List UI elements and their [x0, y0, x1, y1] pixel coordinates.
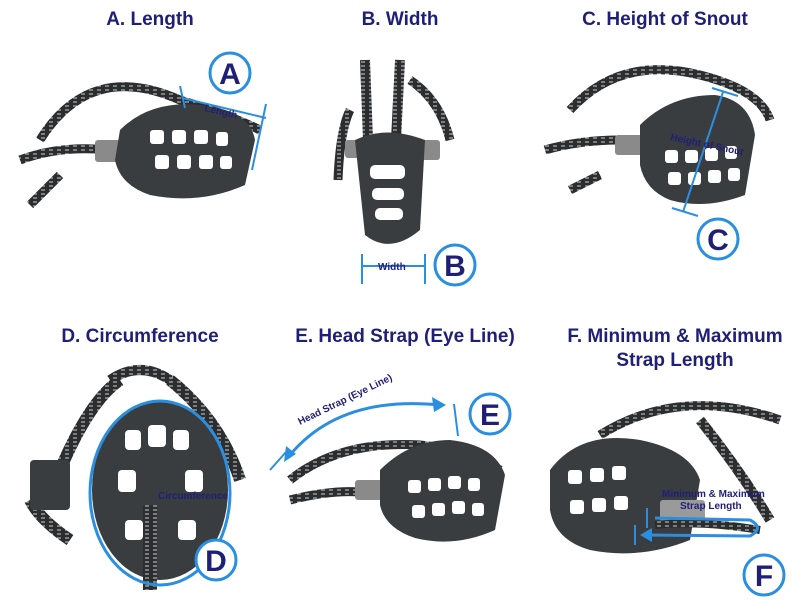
panel-d-measure-label: Circumference — [158, 491, 228, 502]
panel-f-strap-marker — [634, 508, 759, 545]
panel-a-title: A. Length — [106, 9, 194, 30]
svg-text:D: D — [205, 545, 227, 578]
panel-c-height-marker — [671, 87, 739, 217]
panel-a-length-marker — [179, 85, 267, 171]
panel-f-title-line1: F. Minimum & Maximum — [567, 326, 783, 347]
panel-b-measure-label: Width — [378, 262, 406, 273]
panel-d-badge: D — [194, 538, 238, 582]
svg-text:A: A — [219, 58, 241, 91]
panel-c-title: C. Height of Snout — [582, 9, 748, 30]
panel-b-badge: B — [433, 243, 477, 287]
svg-text:F: F — [755, 560, 773, 593]
panel-c-muzzle — [543, 65, 775, 204]
panel-e-title: E. Head Strap (Eye Line) — [295, 326, 515, 347]
panel-d-title: D. Circumference — [61, 326, 219, 347]
svg-text:E: E — [480, 399, 500, 432]
panel-e-measure-label: Head Strap (Eye Line) — [296, 372, 394, 427]
panel-e-muzzle — [287, 439, 505, 542]
panel-d-muzzle — [24, 365, 246, 590]
panel-f-title-line2: Strap Length — [616, 350, 734, 371]
panel-a-muzzle — [18, 82, 263, 209]
panel-c-badge: C — [696, 217, 740, 261]
panel-d-circumference-marker — [88, 399, 232, 587]
svg-text:C: C — [707, 224, 729, 257]
panel-b-title: B. Width — [361, 9, 439, 30]
panel-a-badge: A — [208, 51, 252, 95]
panel-b-width-marker — [361, 254, 426, 284]
panel-e-badge: E — [468, 392, 512, 436]
panel-f-measure-label-line1: Minimum & Maximum — [662, 489, 765, 500]
svg-text:B: B — [444, 250, 466, 283]
panel-f-muzzle — [550, 401, 782, 554]
panel-b-muzzle — [333, 59, 455, 244]
panel-e-strap-marker — [269, 397, 459, 471]
panel-f-badge: F — [742, 553, 786, 597]
panel-f-measure-label-line2: Strap Length — [680, 501, 742, 512]
